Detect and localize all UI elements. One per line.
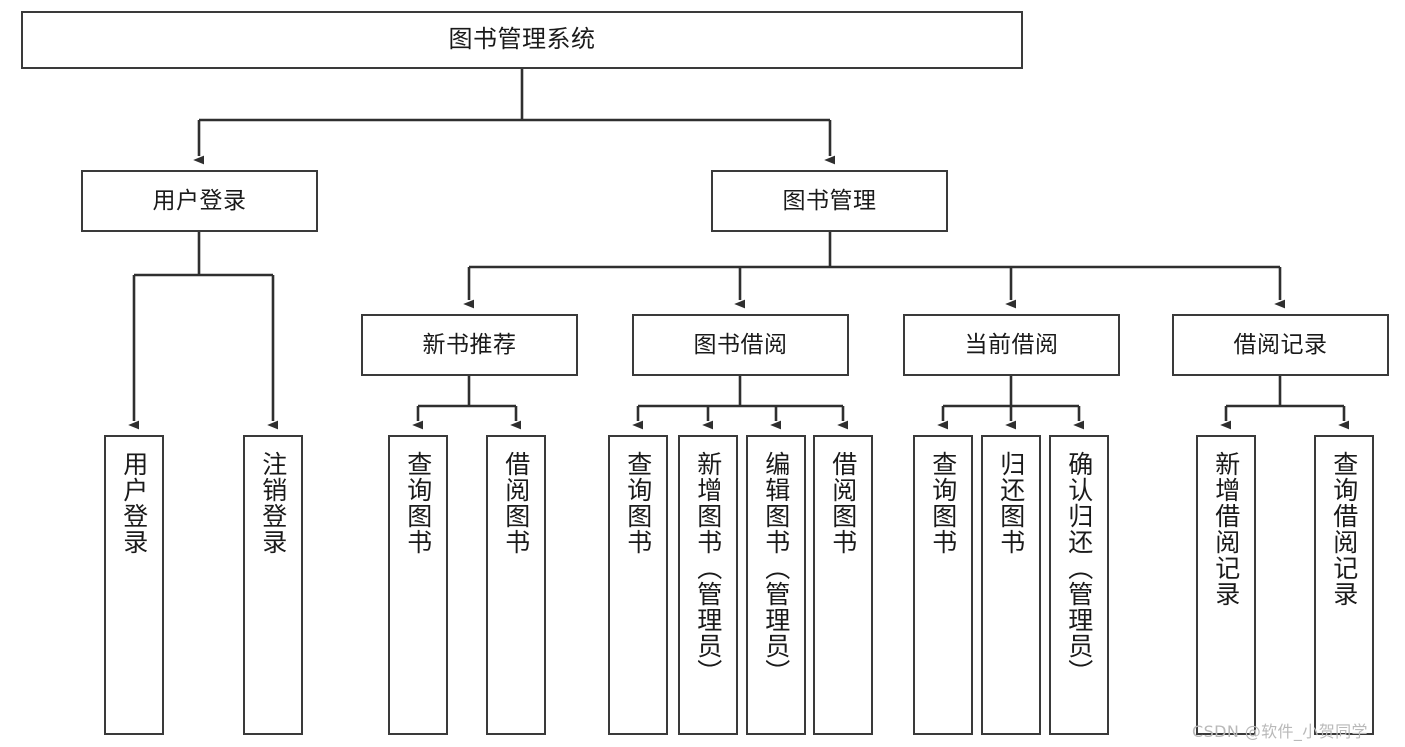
node-label: 查询借阅记录 [1329, 451, 1359, 607]
leaf-add-record[interactable]: 新增借阅记录 [1196, 435, 1256, 735]
leaf-query-record[interactable]: 查询借阅记录 [1314, 435, 1374, 735]
csdn-watermark: CSDN @软件_小贺同学 [1192, 722, 1368, 741]
node-user-login[interactable]: 用户登录 [81, 170, 318, 232]
leaf-query-book-borrow[interactable]: 查询图书 [608, 435, 668, 735]
node-label: 查询图书 [928, 451, 958, 555]
leaf-borrow-book-rec[interactable]: 借阅图书 [486, 435, 546, 735]
node-label: 图书管理 [782, 187, 877, 214]
node-label: 图书借阅 [693, 331, 788, 358]
leaf-return-book[interactable]: 归还图书 [981, 435, 1041, 735]
node-label: 归还图书 [996, 451, 1026, 555]
leaf-query-book-cur[interactable]: 查询图书 [913, 435, 973, 735]
node-label: 查询图书 [403, 451, 433, 555]
leaf-confirm-return[interactable]: 确认归还（管理员） [1049, 435, 1109, 735]
node-borrow-record[interactable]: 借阅记录 [1172, 314, 1389, 376]
node-label: 确认归还（管理员） [1064, 451, 1094, 685]
node-new-book-recommend[interactable]: 新书推荐 [361, 314, 578, 376]
node-label: 注销登录 [258, 451, 288, 555]
leaf-add-book[interactable]: 新增图书（管理员） [678, 435, 738, 735]
node-label: 用户登录 [152, 187, 247, 214]
node-label: 当前借阅 [964, 331, 1059, 358]
node-label: 新增借阅记录 [1211, 451, 1241, 607]
node-book-manage[interactable]: 图书管理 [711, 170, 948, 232]
node-label: 新书推荐 [422, 331, 517, 358]
leaf-user-login[interactable]: 用户登录 [104, 435, 164, 735]
node-label: 借阅记录 [1233, 331, 1328, 358]
leaf-query-book-rec[interactable]: 查询图书 [388, 435, 448, 735]
node-label: 借阅图书 [828, 451, 858, 555]
node-label: 图书管理系统 [448, 25, 596, 54]
node-label: 借阅图书 [501, 451, 531, 555]
node-current-borrow[interactable]: 当前借阅 [903, 314, 1120, 376]
node-label: 用户登录 [119, 451, 149, 555]
leaf-edit-book[interactable]: 编辑图书（管理员） [746, 435, 806, 735]
node-label: 查询图书 [623, 451, 653, 555]
node-label: 新增图书（管理员） [693, 451, 723, 685]
leaf-borrow-book[interactable]: 借阅图书 [813, 435, 873, 735]
node-book-borrow[interactable]: 图书借阅 [632, 314, 849, 376]
node-root[interactable]: 图书管理系统 [21, 11, 1023, 69]
node-label: 编辑图书（管理员） [761, 451, 791, 685]
leaf-logout[interactable]: 注销登录 [243, 435, 303, 735]
